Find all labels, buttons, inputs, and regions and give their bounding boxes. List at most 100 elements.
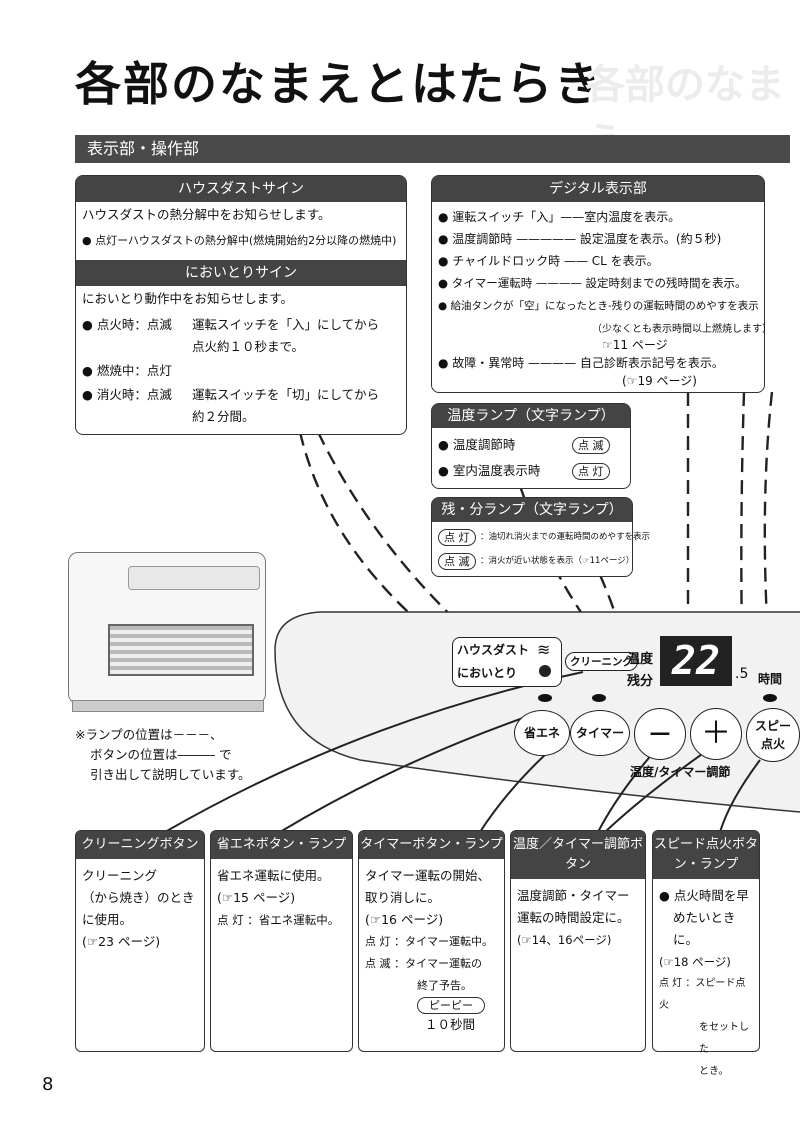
leader-house-dust [298,431,461,656]
box-line: 温度調節・タイマー [517,888,630,903]
leader-digital-2 [740,391,746,641]
box-line: 点 灯 ：スピード点火 [659,978,746,1011]
box-title: クリーニングボタン [76,831,204,859]
remain-lamp-box: 残・分ランプ（文字ランプ） 点 灯 ：油切れ消火までの運転時間のめやすを表示 点… [431,497,650,577]
box-line: (☞23 ページ) [82,934,161,949]
digital-display-box: デジタル表示部 ● 運転スイッチ「入」——室内温度を表示。 ● 温度調節時 ——… [431,175,772,393]
eco-button-box: 省エネボタン・ランプ 省エネ運転に使用。 (☞15 ページ) 点 灯 ：省エネ運… [210,830,353,1052]
wave-icon: ≋ [537,640,551,659]
odor-row-value: 運転スイッチを「入」にしてから [192,317,380,332]
heater-note: ボタンの位置は――― で [90,747,232,762]
timer-button-box: タイマーボタン・ランプ タイマー運転の開始、 取り消しに。 (☞16 ページ) … [358,830,505,1052]
odor-desc: においとり動作中をお知らせします。 [82,291,294,306]
box-line: に。 [673,932,699,947]
digital-display: 22 [660,636,732,686]
page-number: 8 [42,1074,54,1095]
remain-lamp-state: 点 灯 [438,529,476,546]
box-line: をセットした [699,1022,749,1055]
sign-panel: ハウスダスト においとり ≋ [452,637,562,687]
box-title: 省エネボタン・ランプ [211,831,352,859]
box-line: 点 滅 ：タイマー運転の [365,957,482,970]
house-dust-bullet: ● 点灯ーハウスダストの熱分解中(燃焼開始約2分以降の燃焼中) [82,234,397,247]
speed-ignition-button[interactable]: スピー 点火 [746,708,800,762]
box-line: (☞14、16ページ) [517,933,612,947]
odor-row-value2: 約２分間。 [192,409,255,424]
heater-window [108,624,254,676]
digital-row-note: （少なくとも表示時間以上燃焼します） [592,324,772,335]
speed-lamp-dot [763,694,777,702]
house-dust-title: ハウスダストサイン [76,176,406,202]
digital-row: ● 温度調節時 ————— 設定温度を表示。(約５秒) [438,232,722,246]
house-dust-desc: ハウスダストの熱分解中をお知らせします。 [82,207,331,222]
digital-row-ref: ☞11 ページ [602,338,668,352]
box-line: タイマー運転の開始、 [365,868,491,883]
box-line: めたいとき [673,910,736,925]
box-line: 終了予告。 [417,979,472,992]
odor-row-label: ● 点火時：点滅 [82,317,172,332]
temp-lamp-row-label: ● 温度調節時 [438,437,516,452]
heater-base [72,700,264,712]
box-line: 省エネ運転に使用。 [217,868,330,883]
odor-row-value2: 点火約１０秒まで。 [192,339,305,354]
temp-lamp-state: 点 灯 [572,463,610,480]
page-title: 各部のなまえとはたらき [75,57,603,111]
odor-row-label: ● 燃焼中：点灯 [82,363,172,378]
box-line: (☞15 ページ) [217,890,296,905]
leader-speed [719,759,761,833]
remain-lamp-text: ：油切れ消火までの運転時間のめやすを表示 [480,532,651,542]
heater-top-panel [128,566,260,590]
temp-lamp-state: 点 滅 [572,437,610,454]
plus-button[interactable]: ＋ [690,708,742,760]
speed-ignition-box: スピード点火ボタン・ランプ ● 点火時間を早 めたいとき に。 (☞18 ページ… [652,830,760,1077]
house-dust-sign-label: ハウスダスト [457,643,530,657]
box-line: 運転の時間設定に。 [517,910,630,925]
odor-title: においとりサイン [76,260,406,286]
box-line: （から焼き）のとき [82,890,195,905]
box-line: (☞18 ページ) [659,955,731,969]
temp-lamp-row-label: ● 室内温度表示時 [438,463,541,478]
heater-note: ※ランプの位置は－－－、 [75,727,223,742]
box-line: に使用。 [82,912,133,927]
digital-title: デジタル表示部 [432,176,764,202]
section-header: 表示部・操作部 [75,135,790,163]
odor-lamp-icon [539,665,551,677]
cleaning-button-box: クリーニングボタン クリーニング （から焼き）のとき に使用。 (☞23 ページ… [75,830,205,1052]
box-title: タイマーボタン・ランプ [359,831,504,859]
box-line: 点 灯 ：省エネ運転中。 [217,913,340,927]
digital-row: ● 運転スイッチ「入」——室内温度を表示。 [438,210,681,224]
beep-label: ピーピー [417,997,485,1014]
minus-button[interactable]: − [634,708,686,760]
digital-row: ● 故障・異常時 ———— 自己診断表示記号を表示。 [438,356,724,370]
digital-row-ref: (☞19 ページ) [622,374,697,388]
leader-eco [279,711,541,833]
remain-lamp-state: 点 滅 [438,553,476,570]
remain-label: 残分 [627,674,654,689]
odor-row-value: 運転スイッチを「切」にしてから [192,387,380,402]
eco-button[interactable]: 省エネ [514,710,570,756]
leader-digital-3 [763,391,774,641]
timer-lamp-dot [592,694,606,702]
heater-illustration [68,552,266,712]
odor-sign-label: においとり [457,666,518,680]
digital-row: ● 給油タンクが「空」になったとき-残りの運転時間のめやすを表示 [438,300,759,312]
remain-lamp-text: ：消火が近い状態を表示（☞11ページ） [480,556,635,566]
box-line: １０秒間 [425,1017,476,1032]
temp-timer-adjust-box: 温度／タイマー調節ボタン 温度調節・タイマー 運転の時間設定に。 (☞14、16… [510,830,646,1052]
temp-label: 温度 [627,652,654,667]
heater-note: 引き出して説明しています。 [90,767,251,782]
adjust-label: 温度/タイマー調節 [630,765,731,779]
cleaning-button[interactable]: クリーニング [565,652,638,671]
box-title: スピード点火ボタン・ランプ [653,831,759,879]
box-title: 温度／タイマー調節ボタン [511,831,645,879]
digital-row: ● タイマー運転時 ———— 設定時刻までの残時間を表示。 [438,276,747,290]
box-line: (☞16 ページ) [365,912,444,927]
eco-lamp-dot [538,694,552,702]
digital-row: ● チャイルドロック時 —— CL を表示。 [438,254,659,268]
display-decimal: .5 [735,666,749,682]
timer-button[interactable]: タイマー [570,710,630,756]
time-label: 時間 [758,672,783,686]
box-line: ● 点火時間を早 [659,888,749,903]
remain-lamp-title: 残・分ランプ（文字ランプ） [432,498,632,522]
temp-lamp-box: 温度ランプ（文字ランプ） ● 温度調節時 点 滅 ● 室内温度表示時 点 灯 [431,403,631,489]
odor-row-label: ● 消火時：点滅 [82,387,172,402]
